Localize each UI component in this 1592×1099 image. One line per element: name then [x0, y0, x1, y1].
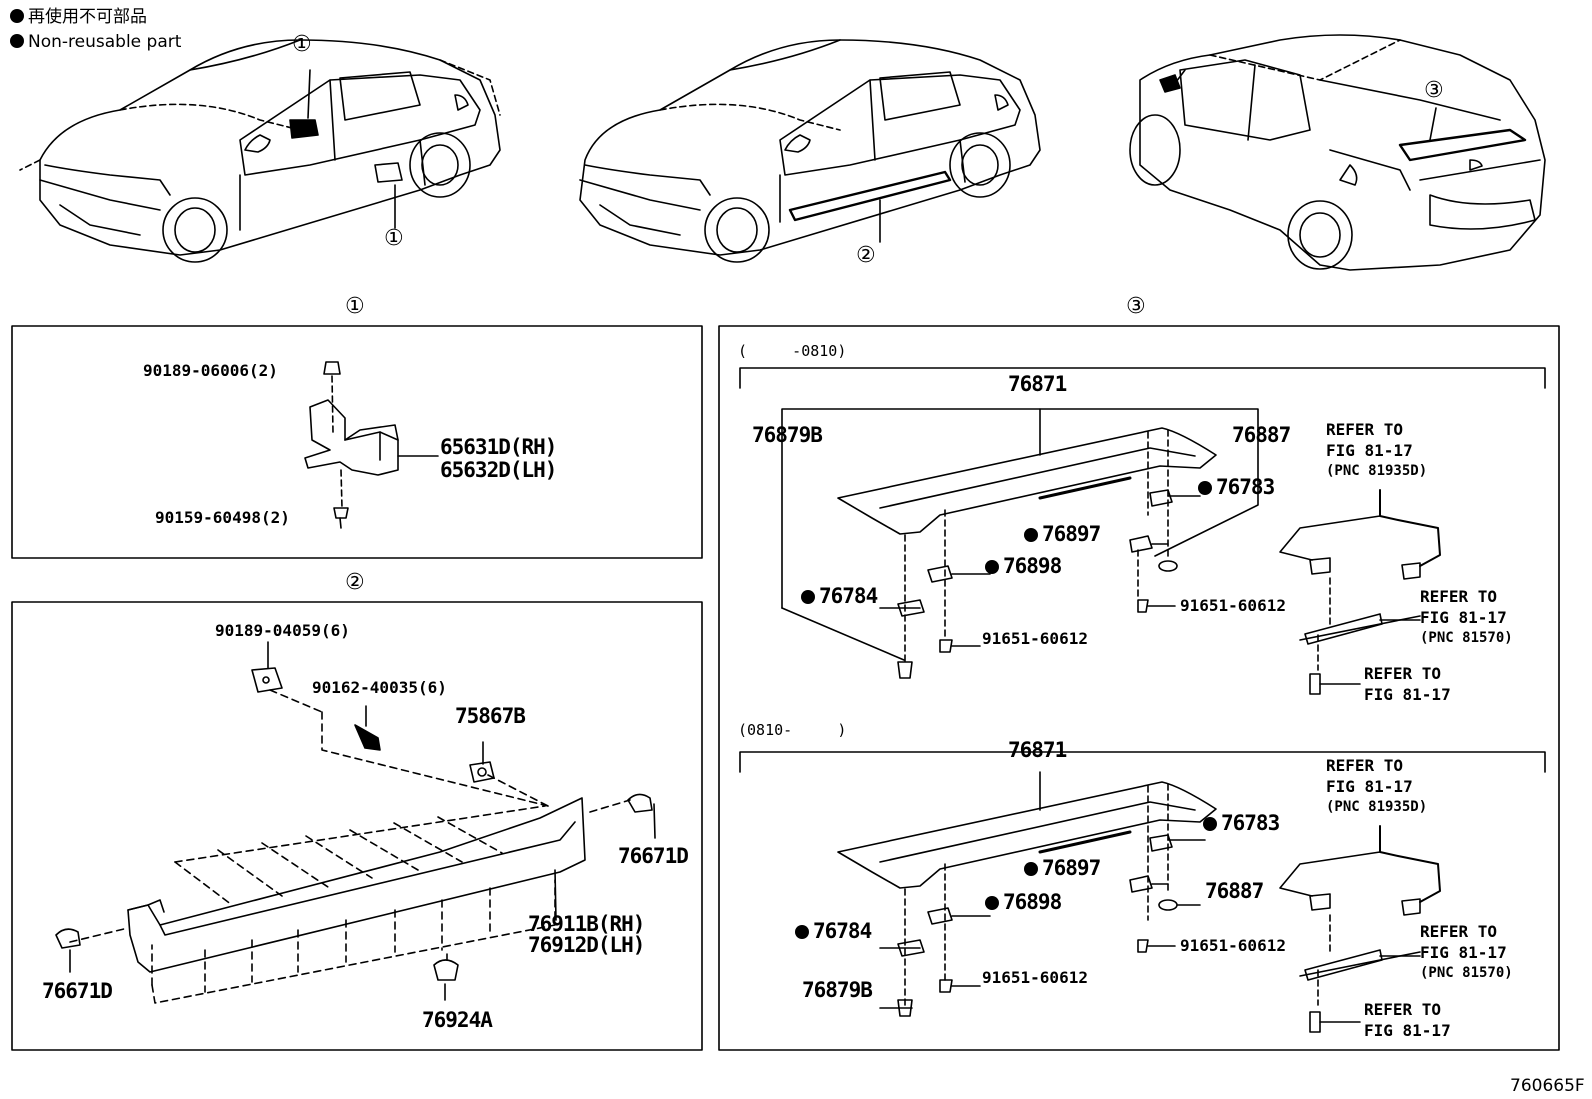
- callout-3: ③: [1424, 78, 1444, 103]
- ref-pnc: (PNC 81570): [1420, 629, 1513, 646]
- part-76897-bottom[interactable]: 76897: [1024, 856, 1101, 880]
- callout-1-upper: ①: [292, 32, 312, 57]
- legend-japanese: 再使用不可部品: [10, 9, 147, 26]
- panel-2-heading: ②: [345, 570, 365, 595]
- ref-pnc: (PNC 81935D): [1326, 462, 1428, 479]
- spoiler-drawing-after-0810: [739, 751, 1546, 1033]
- part-90189-06006[interactable]: 90189-06006(2): [143, 361, 278, 380]
- part-76898-bottom[interactable]: 76898: [985, 890, 1062, 914]
- part-76898-top-text: 76898: [1003, 554, 1062, 578]
- part-76783-bottom[interactable]: 76783: [1203, 811, 1280, 835]
- part-65632D-LH[interactable]: 65632D(LH): [440, 458, 557, 482]
- non-reusable-dot-icon: [10, 9, 24, 23]
- part-76898-bottom-text: 76898: [1003, 890, 1062, 914]
- non-reusable-dot-icon: [985, 896, 999, 910]
- part-76671D-left[interactable]: 76671D: [42, 979, 113, 1003]
- part-76871-bottom[interactable]: 76871: [1008, 738, 1067, 762]
- panel-1-heading: ①: [345, 294, 365, 319]
- part-76898-top[interactable]: 76898: [985, 554, 1062, 578]
- part-90189-04059[interactable]: 90189-04059(6): [215, 621, 350, 640]
- non-reusable-dot-icon: [1024, 528, 1038, 542]
- ref-text: REFER TO: [1326, 756, 1404, 775]
- part-65631D-RH[interactable]: 65631D(RH): [440, 435, 557, 459]
- part-76784-bottom-text: 76784: [813, 919, 872, 943]
- ref-pnc: (PNC 81570): [1420, 964, 1513, 981]
- ref-text: REFER TO: [1420, 922, 1498, 941]
- part-76911B-RH[interactable]: 76911B(RH): [528, 912, 645, 936]
- ref-fig: FIG 81-17: [1420, 607, 1507, 627]
- ref-text: REFER TO: [1364, 664, 1442, 683]
- part-75867B[interactable]: 75867B: [455, 704, 526, 728]
- car-illustration-front-left: [19, 39, 501, 263]
- panel-2-frame: [11, 601, 703, 1051]
- part-90159-60498[interactable]: 90159-60498(2): [155, 508, 290, 527]
- part-76783-bottom-text: 76783: [1221, 811, 1280, 835]
- part-76879B-top[interactable]: 76879B: [752, 423, 823, 447]
- non-reusable-dot-icon: [985, 560, 999, 574]
- spoiler-drawing-before-0810: [739, 367, 1546, 695]
- car-illustration-rear-spoiler: [1129, 34, 1546, 271]
- part-76897-top[interactable]: 76897: [1024, 522, 1101, 546]
- part-90162-40035[interactable]: 90162-40035(6): [312, 678, 447, 697]
- non-reusable-dot-icon: [1203, 817, 1217, 831]
- bolt-91651-60612-bottom-left[interactable]: 91651-60612: [982, 968, 1088, 987]
- ref-pnc: (PNC 81935D): [1326, 798, 1428, 815]
- car-illustration-side-skirt: [579, 39, 1041, 263]
- non-reusable-dot-icon: [1198, 481, 1212, 495]
- bolt-91651-60612-top-right[interactable]: 91651-60612: [1180, 596, 1286, 615]
- non-reusable-dot-icon: [10, 34, 24, 48]
- ref-fig: FIG 81-17: [1420, 942, 1507, 962]
- range-before-0810: ( -0810): [738, 342, 847, 360]
- panel-3-frame: [718, 325, 1560, 1051]
- callout-1-lower: ①: [384, 226, 404, 251]
- bolt-91651-60612-bottom-right[interactable]: 91651-60612: [1180, 936, 1286, 955]
- part-76784-top-text: 76784: [819, 584, 878, 608]
- ref-text: REFER TO: [1364, 1000, 1442, 1019]
- part-76784-top[interactable]: 76784: [801, 584, 878, 608]
- part-76887-top[interactable]: 76887: [1232, 423, 1291, 447]
- panel-3-heading: ③: [1126, 294, 1146, 319]
- part-76784-bottom[interactable]: 76784: [795, 919, 872, 943]
- non-reusable-dot-icon: [1024, 862, 1038, 876]
- non-reusable-dot-icon: [801, 590, 815, 604]
- figure-id: 760665F: [1510, 1076, 1585, 1096]
- bolt-91651-60612-top-left[interactable]: 91651-60612: [982, 629, 1088, 648]
- rocker-panel-drawing: [55, 641, 656, 1004]
- part-76897-top-text: 76897: [1042, 522, 1101, 546]
- door-bracket-drawing: [304, 361, 439, 529]
- legend-japanese-text: 再使用不可部品: [28, 7, 147, 27]
- ref-fig: FIG 81-17: [1326, 440, 1413, 460]
- ref-text: REFER TO: [1420, 587, 1498, 606]
- part-76783-top-text: 76783: [1216, 475, 1275, 499]
- part-76897-bottom-text: 76897: [1042, 856, 1101, 880]
- part-76871-top[interactable]: 76871: [1008, 372, 1067, 396]
- part-76912D-LH[interactable]: 76912D(LH): [528, 933, 645, 957]
- part-76879B-bottom[interactable]: 76879B: [802, 978, 873, 1002]
- ref-fig: FIG 81-17: [1326, 776, 1413, 796]
- part-76671D-right[interactable]: 76671D: [618, 844, 689, 868]
- ref-fig: FIG 81-17: [1364, 1020, 1451, 1040]
- part-76887-bottom[interactable]: 76887: [1205, 879, 1264, 903]
- part-76783-top[interactable]: 76783: [1198, 475, 1275, 499]
- legend-english: Non-reusable part: [10, 34, 181, 51]
- panel-1-frame: [11, 325, 703, 559]
- callout-2: ②: [856, 243, 876, 268]
- legend-english-text: Non-reusable part: [28, 32, 182, 52]
- non-reusable-dot-icon: [795, 925, 809, 939]
- ref-fig: FIG 81-17: [1364, 684, 1451, 704]
- ref-text: REFER TO: [1326, 420, 1404, 439]
- part-76924A[interactable]: 76924A: [422, 1008, 493, 1032]
- range-after-0810: (0810- ): [738, 721, 847, 739]
